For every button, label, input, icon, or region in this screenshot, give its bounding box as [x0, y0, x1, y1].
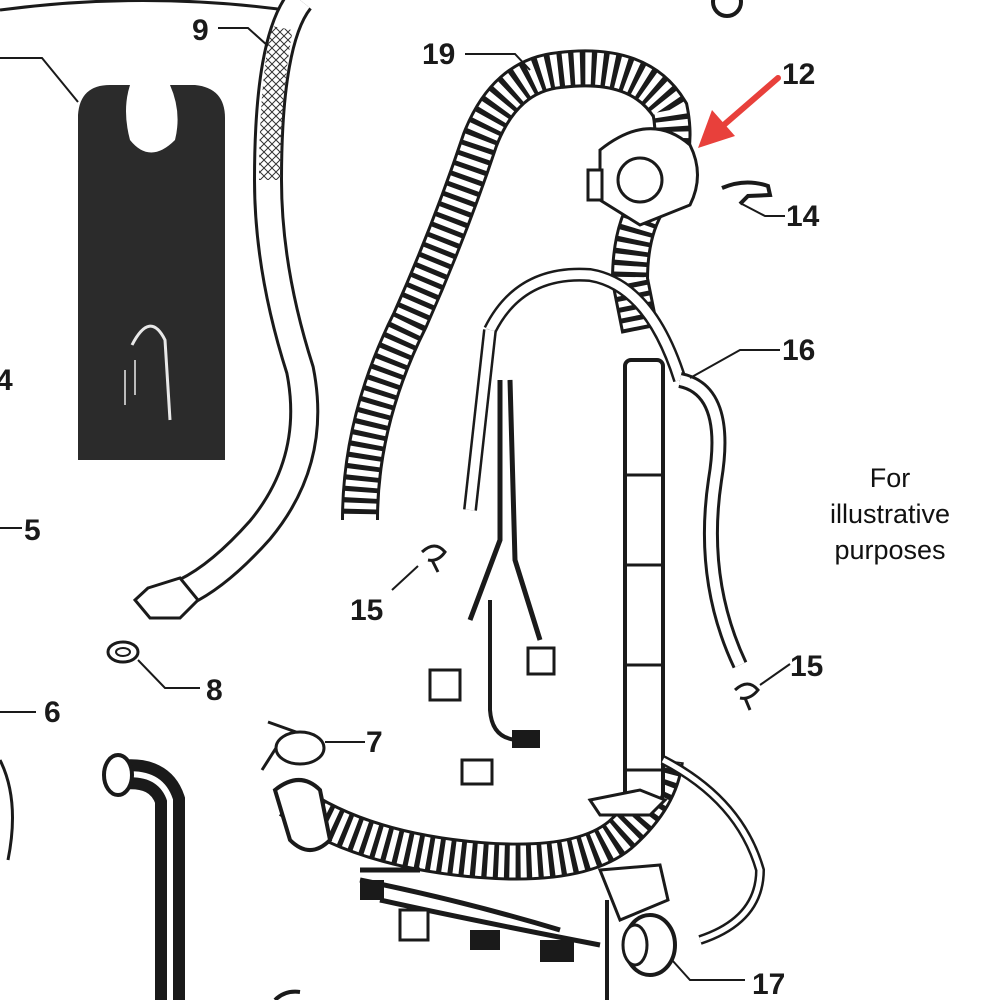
note-line-2: illustrative	[829, 499, 951, 529]
leader-line-16	[689, 349, 780, 379]
part-9-hose	[132, 0, 320, 620]
part-12-fitting	[586, 127, 699, 227]
callout-14: 14	[786, 200, 820, 233]
top-hose-fragment	[0, 0, 301, 14]
note-line-3: purposes	[834, 535, 946, 565]
callout-9: 9	[192, 14, 209, 47]
bottom-callout-fragment	[273, 989, 301, 1000]
note-line-1: For	[869, 463, 911, 493]
lower-connectors	[359, 867, 601, 962]
illustrative-note: For illustrative purposes	[812, 460, 968, 568]
callout-5: 5	[24, 514, 41, 547]
part-8-washer	[106, 640, 140, 664]
callout-4: 4	[0, 364, 13, 397]
highlight-arrow	[698, 75, 781, 148]
part-16-harness	[428, 267, 766, 945]
top-right-fragment	[711, 0, 743, 18]
callout-15-left: 15	[350, 594, 383, 627]
part-6-hose-edge	[0, 759, 14, 861]
callout-19: 19	[422, 38, 455, 71]
leader-line-9	[218, 27, 269, 47]
leader-line-4	[0, 57, 79, 103]
leader-line-8	[137, 659, 200, 689]
callout-15-right: 15	[790, 650, 823, 683]
callout-6: 6	[44, 696, 61, 729]
part-14-clip	[721, 180, 773, 206]
callout-7: 7	[366, 726, 383, 759]
callout-16: 16	[782, 334, 815, 367]
part-17-valve	[597, 863, 677, 1000]
leader-line-17	[671, 959, 745, 981]
leader-line-19	[465, 53, 531, 71]
part-15-clip-left	[420, 544, 447, 573]
part-15-clip-right	[733, 682, 760, 711]
elbow-pipe	[102, 753, 185, 1000]
leader-line-14	[741, 203, 785, 217]
hose-elbow-fitting	[272, 778, 333, 852]
leader-line-15-left	[391, 565, 419, 591]
callout-17: 17	[752, 968, 785, 1000]
callout-8: 8	[206, 674, 223, 707]
part-4-panel	[78, 85, 225, 460]
leader-line-15-right	[759, 663, 791, 686]
callout-12: 12	[782, 58, 815, 91]
part-7-clamp	[260, 720, 326, 771]
